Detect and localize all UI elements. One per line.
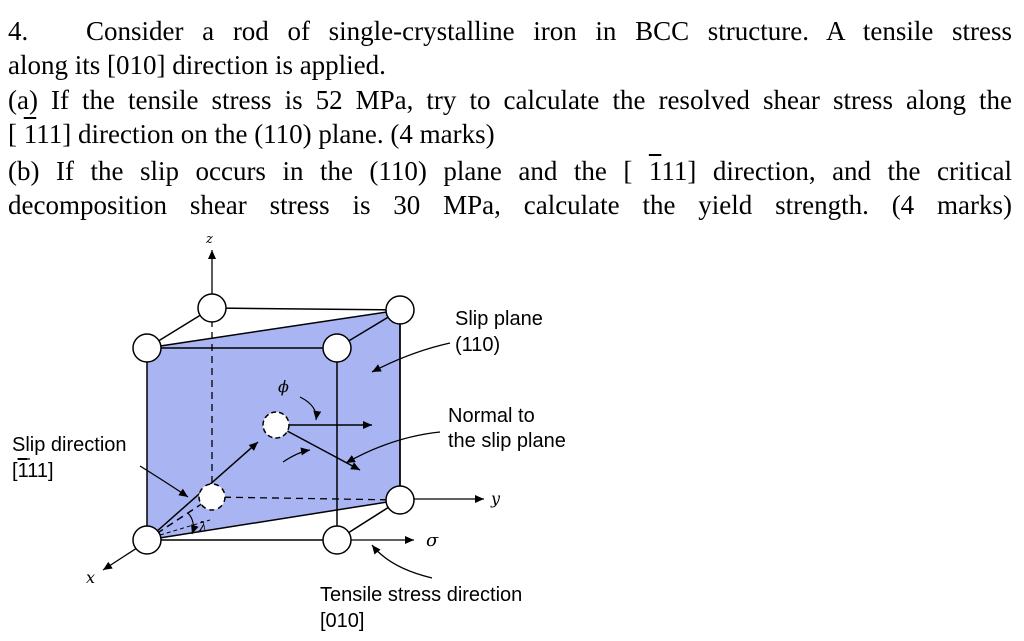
slip-direction-leader <box>139 465 189 498</box>
slip-plane-index: (110) <box>455 334 500 356</box>
atom <box>385 295 415 325</box>
tensile-leader <box>371 544 433 579</box>
slip-direction-label: Slip direction <box>12 434 127 456</box>
atom-body-center <box>262 411 290 439</box>
part-a-line-1: (a) If the tensile stress is 52 MPa, try… <box>8 85 1012 115</box>
tensile-label-2: [010] <box>320 610 364 632</box>
part-b-line-2: decomposition shear stress is 30 MPa, ca… <box>8 190 1012 220</box>
x-axis <box>102 545 141 571</box>
slip-plane-label: Slip plane <box>455 308 543 330</box>
z-label: z <box>205 232 213 247</box>
part-a-bracket: [ <box>8 119 24 149</box>
normal-label-2: the slip plane <box>448 430 566 452</box>
atom <box>132 333 162 363</box>
question-line-2: along its [010] direction is applied. <box>8 50 386 80</box>
part-b-line-1: (b) If the slip occurs in the (110) plan… <box>8 154 1012 188</box>
x-label: x <box>86 568 95 587</box>
part-b-bar-digit: 1 <box>648 156 662 186</box>
question-intro: Consider a rod of single-crystalline iro… <box>86 16 1012 46</box>
slip-direction-index: [111] <box>12 460 54 482</box>
phi-label: ϕ <box>278 377 289 396</box>
part-a-bar-digit: 1 <box>23 119 37 149</box>
atom <box>322 525 352 555</box>
normal-label-1: Normal to <box>448 405 535 427</box>
phi-arc-2 <box>282 447 311 463</box>
y-label: y <box>490 489 501 508</box>
part-a-line-2: [ 111] direction on the (110) plane. (4 … <box>8 117 1012 151</box>
lambda-label: λ <box>198 520 207 535</box>
atom <box>132 525 162 555</box>
part-b-text-end: 11] direction, and the critical <box>661 156 1012 186</box>
atom <box>385 485 415 515</box>
normal-leader <box>345 431 441 464</box>
lambda-arc <box>187 512 199 535</box>
question-number: 4. <box>8 16 29 46</box>
slip-plane-leader <box>371 342 451 373</box>
question-line-1: 4. Consider a rod of single-crystalline i… <box>8 14 1012 48</box>
phi-arc <box>299 396 322 421</box>
atom <box>197 293 227 323</box>
atom-hidden <box>198 483 226 511</box>
part-b-text-start: (b) If the slip occurs in the (110) plan… <box>8 156 649 186</box>
atom <box>322 333 352 363</box>
tensile-label-1: Tensile stress direction <box>320 584 522 606</box>
sigma-label: σ <box>426 530 439 551</box>
atoms <box>132 293 415 555</box>
part-a-text: 11] direction on the (110) plane. (4 mar… <box>36 119 495 149</box>
